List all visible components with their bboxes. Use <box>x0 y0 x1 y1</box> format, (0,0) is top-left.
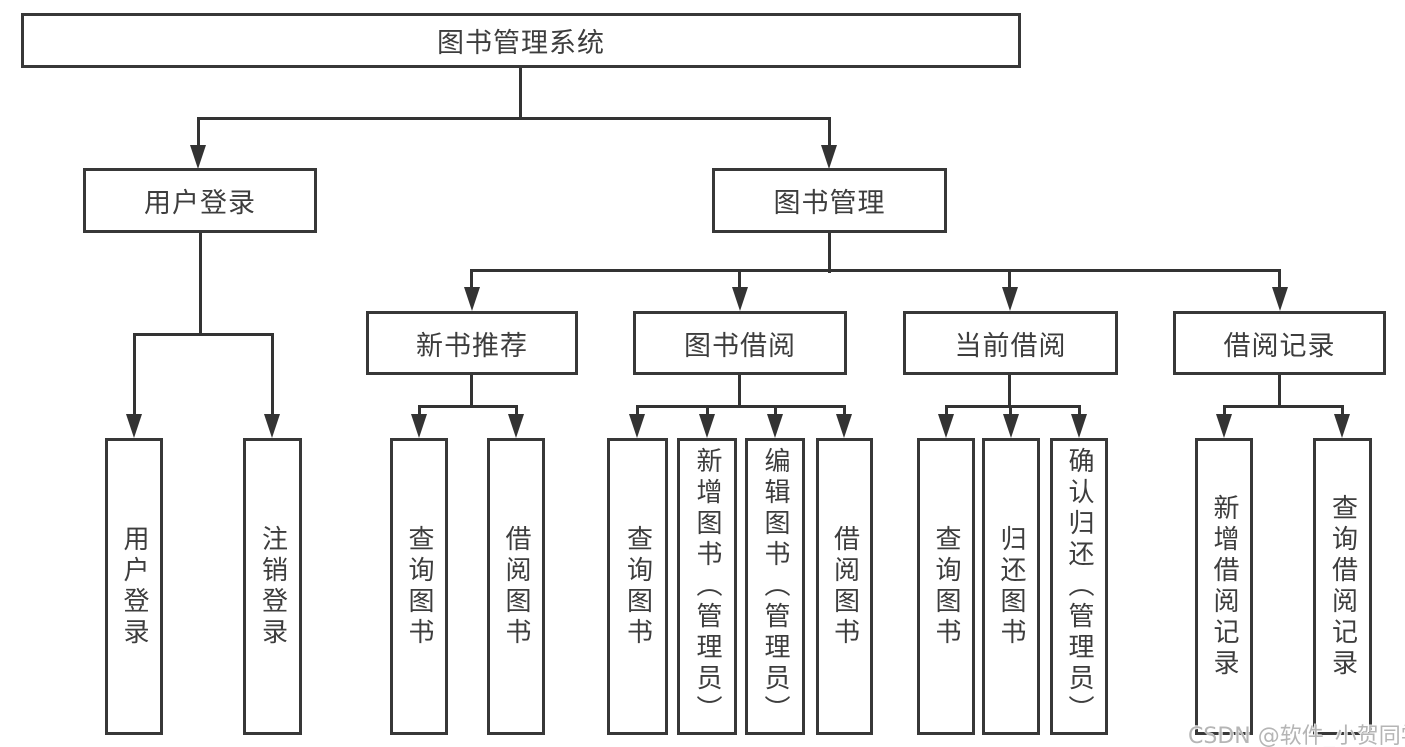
node-borrowing-records: 借阅记录 <box>1173 311 1386 375</box>
watermark: CSDN @软件_小贺同学 <box>1188 724 1405 747</box>
connector-arrowhead <box>699 414 715 438</box>
connector-arrowhead <box>411 414 427 438</box>
node-library-system-label: 图书管理系统 <box>437 28 605 59</box>
leaf-query-books-current: 查询图书 <box>917 438 975 735</box>
leaf-add-books-admin-label: 新增图书（管理员） <box>692 447 722 726</box>
connector-arrowhead <box>508 414 524 438</box>
leaf-logout-label: 注销登录 <box>257 524 288 649</box>
connector-arrowhead <box>1071 414 1087 438</box>
connector-line <box>197 117 831 120</box>
connector-line <box>197 117 200 149</box>
connector-arrowhead <box>767 414 783 438</box>
connector-arrowhead <box>1003 414 1019 438</box>
node-book-management: 图书管理 <box>712 168 947 233</box>
leaf-confirm-return-admin-label: 确认归还（管理员） <box>1064 447 1094 726</box>
leaf-add-borrow-record-label: 新增借阅记录 <box>1209 493 1239 680</box>
connector-line <box>1008 269 1011 293</box>
node-library-system: 图书管理系统 <box>21 13 1021 68</box>
leaf-query-books-recommend: 查询图书 <box>390 438 448 735</box>
node-current-borrowing-label: 当前借阅 <box>954 330 1067 362</box>
connector-arrowhead <box>126 414 142 438</box>
connector-line <box>1223 405 1344 408</box>
connector-arrowhead <box>629 414 645 438</box>
leaf-add-borrow-record: 新增借阅记录 <box>1195 438 1253 735</box>
connector-arrowhead <box>938 414 954 438</box>
connector-line <box>828 117 831 149</box>
connector-arrowhead <box>1272 287 1288 311</box>
connector-line <box>636 405 846 408</box>
node-current-borrowing: 当前借阅 <box>903 311 1118 375</box>
connector-line <box>738 375 741 408</box>
leaf-borrow-books-recommend-label: 借阅图书 <box>501 524 531 649</box>
connector-arrowhead <box>1216 414 1232 438</box>
connector-line <box>199 233 202 336</box>
connector-arrowhead <box>1334 414 1350 438</box>
leaf-add-books-admin: 新增图书（管理员） <box>677 438 737 735</box>
leaf-edit-books-admin: 编辑图书（管理员） <box>745 438 805 735</box>
leaf-borrow-books-recommend: 借阅图书 <box>487 438 545 735</box>
leaf-edit-books-admin-label: 编辑图书（管理员） <box>760 447 790 726</box>
leaf-return-books-label: 归还图书 <box>996 524 1026 649</box>
leaf-borrow-books-label: 借阅图书 <box>829 524 860 649</box>
node-user-login-label: 用户登录 <box>144 188 256 219</box>
connector-line <box>418 405 518 408</box>
leaf-confirm-return-admin: 确认归还（管理员） <box>1050 438 1108 735</box>
connector-line <box>519 68 522 120</box>
leaf-query-books-borrow: 查询图书 <box>607 438 668 735</box>
leaf-return-books: 归还图书 <box>982 438 1040 735</box>
leaf-query-books-borrow-label: 查询图书 <box>622 524 653 649</box>
connector-arrowhead <box>1002 287 1018 311</box>
connector-arrowhead <box>732 287 748 311</box>
connector-line <box>1278 375 1281 408</box>
connector-arrowhead <box>264 414 280 438</box>
leaf-borrow-books: 借阅图书 <box>816 438 873 735</box>
connector-line <box>133 333 274 336</box>
node-book-borrowing-label: 图书借阅 <box>684 330 796 362</box>
connector-line <box>828 233 831 273</box>
leaf-query-borrow-record-label: 查询借阅记录 <box>1327 493 1358 680</box>
node-new-book-recommendation: 新书推荐 <box>366 311 578 375</box>
connector-arrowhead <box>464 287 480 311</box>
connector-arrowhead <box>836 414 852 438</box>
leaf-user-login-label: 用户登录 <box>119 524 149 649</box>
connector-line <box>470 269 1281 272</box>
node-user-login: 用户登录 <box>83 168 317 233</box>
leaf-query-books-recommend-label: 查询图书 <box>404 524 434 649</box>
connector-line <box>945 405 1081 408</box>
connector-line <box>470 269 473 293</box>
node-borrowing-records-label: 借阅记录 <box>1223 330 1336 362</box>
leaf-user-login: 用户登录 <box>105 438 163 735</box>
node-new-book-recommendation-label: 新书推荐 <box>416 330 528 362</box>
node-book-management-label: 图书管理 <box>773 188 886 219</box>
connector-line <box>738 269 741 293</box>
leaf-logout: 注销登录 <box>243 438 302 735</box>
node-book-borrowing: 图书借阅 <box>633 311 847 375</box>
connector-arrowhead <box>190 145 206 169</box>
connector-line <box>271 333 274 421</box>
connector-arrowhead <box>821 145 837 169</box>
connector-line <box>1008 375 1011 408</box>
leaf-query-books-current-label: 查询图书 <box>931 524 961 649</box>
connector-line <box>133 333 136 421</box>
leaf-query-borrow-record: 查询借阅记录 <box>1313 438 1372 735</box>
connector-line <box>1278 269 1281 293</box>
connector-line <box>470 375 473 408</box>
